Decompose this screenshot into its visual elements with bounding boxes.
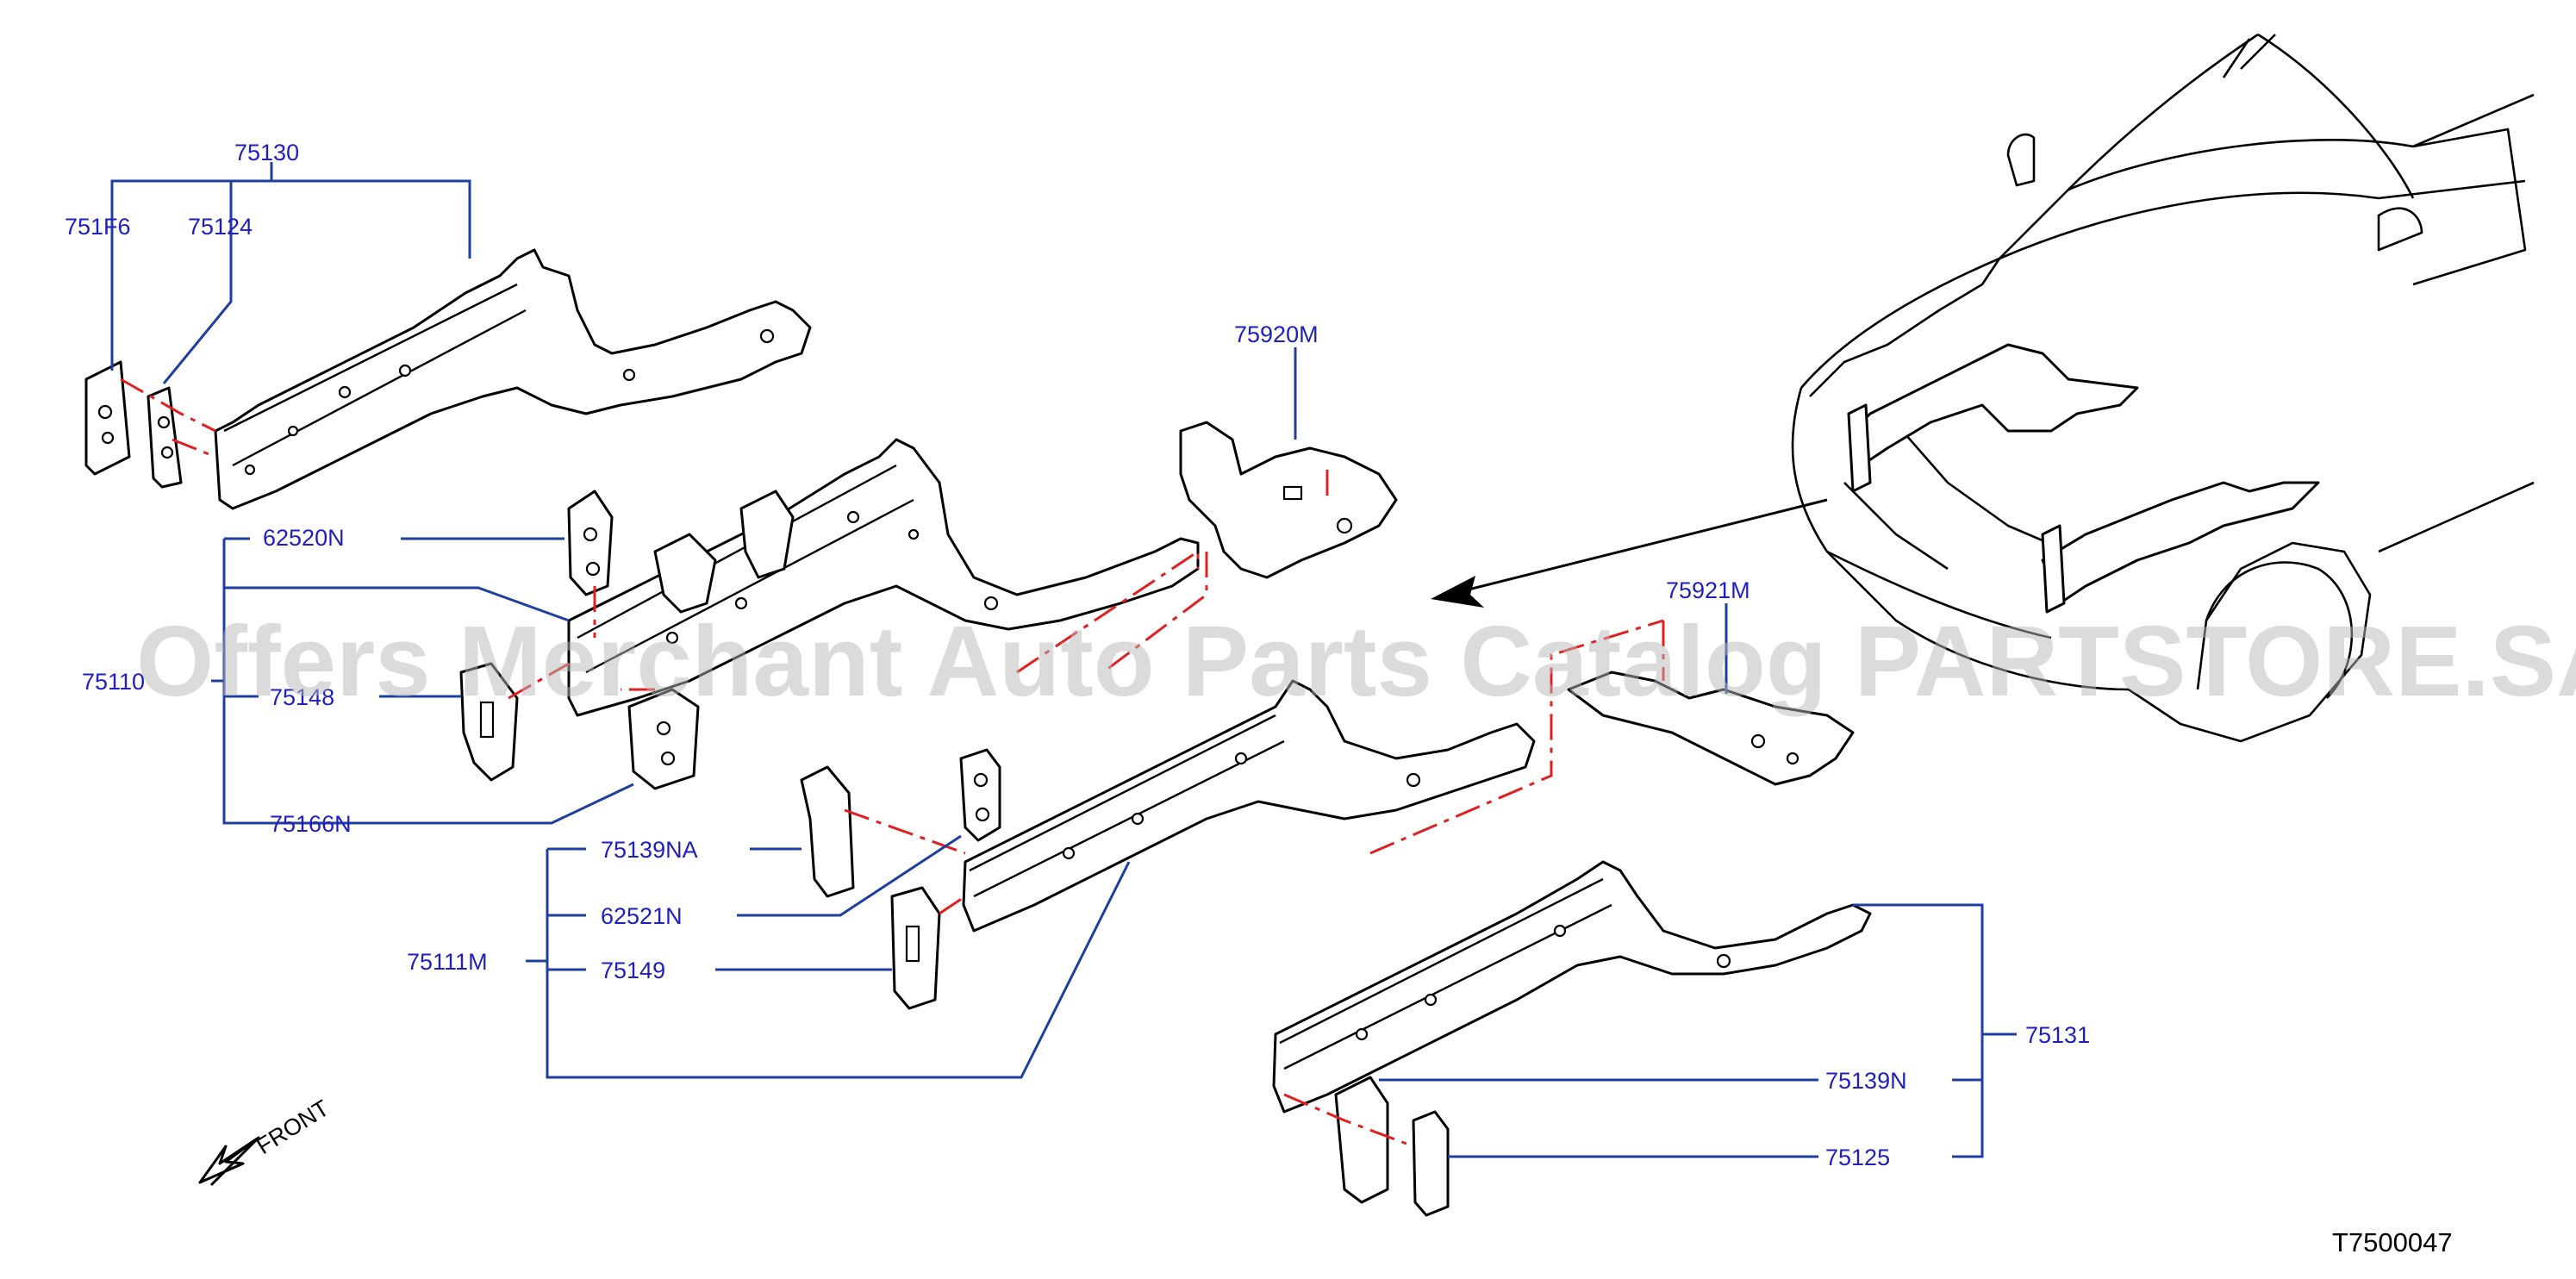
label-75148[interactable]: 75148 [270,684,334,710]
front-indicator: FRONT [198,1095,334,1187]
label-751F6[interactable]: 751F6 [65,214,131,240]
front-arrow-icon [198,1136,260,1187]
part-75110-assembly [459,438,1200,790]
part-75130-assembly [84,248,812,510]
label-75920M[interactable]: 75920M [1234,321,1319,347]
label-75139N[interactable]: 75139N [1825,1068,1907,1094]
label-75921M[interactable]: 75921M [1666,577,1750,603]
label-75130[interactable]: 75130 [234,140,299,165]
label-75139NA[interactable]: 75139NA [601,837,698,863]
front-label: FRONT [252,1095,334,1159]
watermark: Offers Merchant Auto Parts Catalog PARTS… [136,605,2576,717]
label-62520N[interactable]: 62520N [263,525,345,551]
leader-lines [110,162,2017,1158]
label-75111M[interactable]: 75111M [407,949,488,975]
part-75111M-assembly [800,619,1664,1010]
label-75166N[interactable]: 75166N [270,811,352,837]
car-outline [1791,33,2535,743]
label-75110[interactable]: 75110 [82,669,145,695]
label-75149[interactable]: 75149 [601,958,665,983]
car-pointer-arrow [1431,498,1828,608]
label-75124[interactable]: 75124 [188,214,253,240]
part-75920M [1102,421,1398,674]
label-62521N[interactable]: 62521N [601,903,683,929]
part-75131-assembly [1272,860,1872,1217]
part-75921M [1567,621,1855,786]
part-labels: 75130 751F6 75124 75920M 62520N 75110 75… [65,140,2090,1170]
label-75131[interactable]: 75131 [2025,1022,2090,1048]
drawing-number: T7500047 [2332,1227,2453,1257]
label-75125[interactable]: 75125 [1825,1145,1890,1170]
